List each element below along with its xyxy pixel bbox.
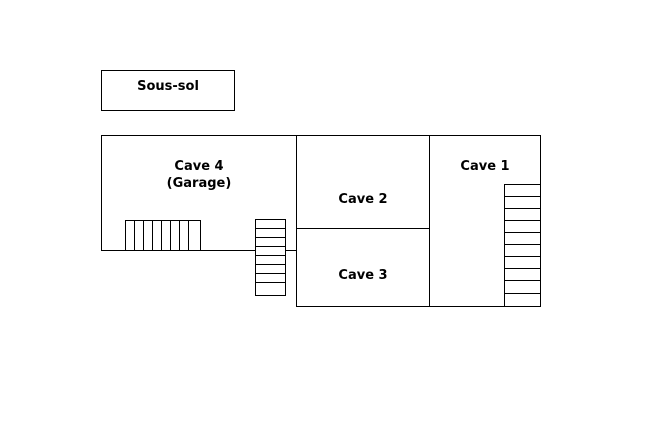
- room-cave-2-label: Cave 2: [338, 192, 387, 207]
- staircase-center: [255, 219, 297, 296]
- staircase-cave-1: [504, 184, 541, 307]
- room-cave-4-label: Cave 4: [174, 159, 223, 174]
- room-cave-4-sublabel: (Garage): [167, 176, 232, 191]
- room-cave-3: Cave 3: [296, 228, 430, 307]
- staircase-cave-4: [125, 220, 201, 251]
- floor-title-box: Sous-sol: [101, 70, 235, 111]
- room-cave-3-label: Cave 3: [338, 268, 387, 283]
- room-cave-2: Cave 2: [296, 135, 430, 229]
- floor-title: Sous-sol: [137, 79, 199, 94]
- room-cave-1-label: Cave 1: [460, 159, 509, 174]
